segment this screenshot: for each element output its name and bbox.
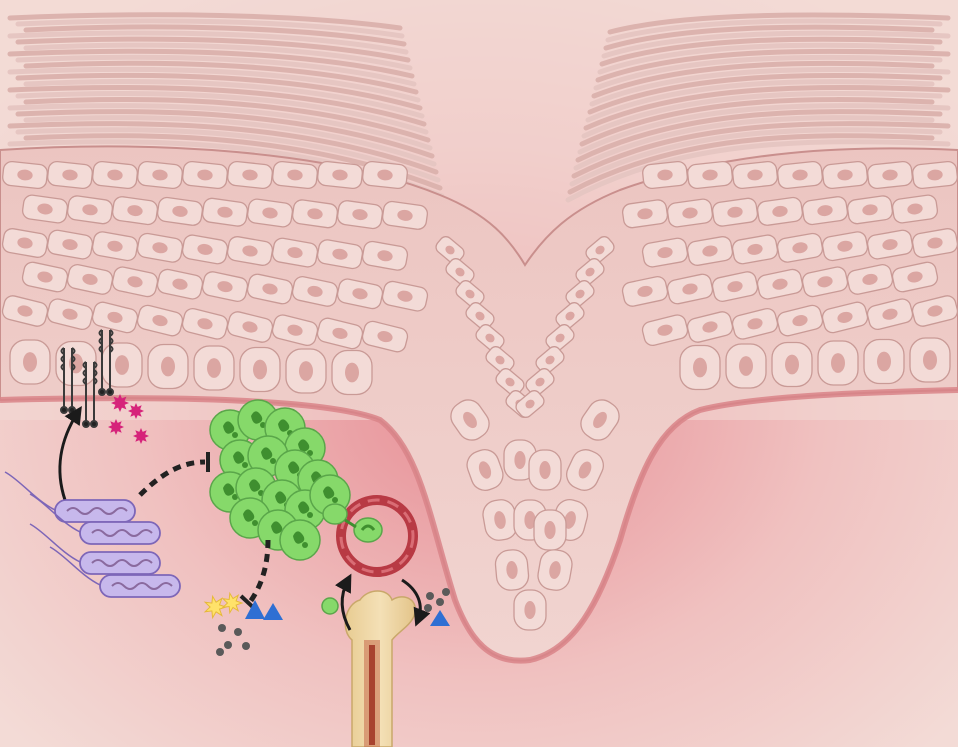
cell-nucleus — [161, 357, 175, 377]
cell-nucleus — [115, 355, 129, 375]
particle — [216, 648, 224, 656]
cell-nucleus — [831, 353, 845, 373]
particle — [224, 641, 232, 649]
particle — [242, 642, 250, 650]
cell-nucleus — [923, 350, 937, 370]
cell-nucleus — [514, 451, 525, 469]
cell-nucleus — [207, 358, 221, 378]
particle — [442, 588, 450, 596]
neutrophil — [280, 520, 320, 560]
cell-nucleus — [785, 355, 799, 375]
cytokine — [128, 403, 144, 419]
cell-nucleus — [345, 363, 359, 383]
cell-nucleus — [524, 601, 535, 619]
cell-nucleus — [739, 356, 753, 376]
cell-nucleus — [539, 461, 550, 479]
cell-nucleus — [877, 352, 891, 372]
cell-nucleus — [693, 358, 707, 378]
particle — [424, 604, 432, 612]
particle — [426, 592, 434, 600]
cell-nucleus — [253, 360, 267, 380]
cell-nucleus — [299, 361, 313, 381]
cytokine — [108, 419, 124, 435]
particle — [218, 624, 226, 632]
cell-nucleus — [544, 521, 555, 539]
cell-nucleus — [23, 352, 37, 372]
particle — [234, 628, 242, 636]
cytokine — [133, 428, 149, 444]
particle — [436, 598, 444, 606]
cytokine — [111, 394, 129, 412]
